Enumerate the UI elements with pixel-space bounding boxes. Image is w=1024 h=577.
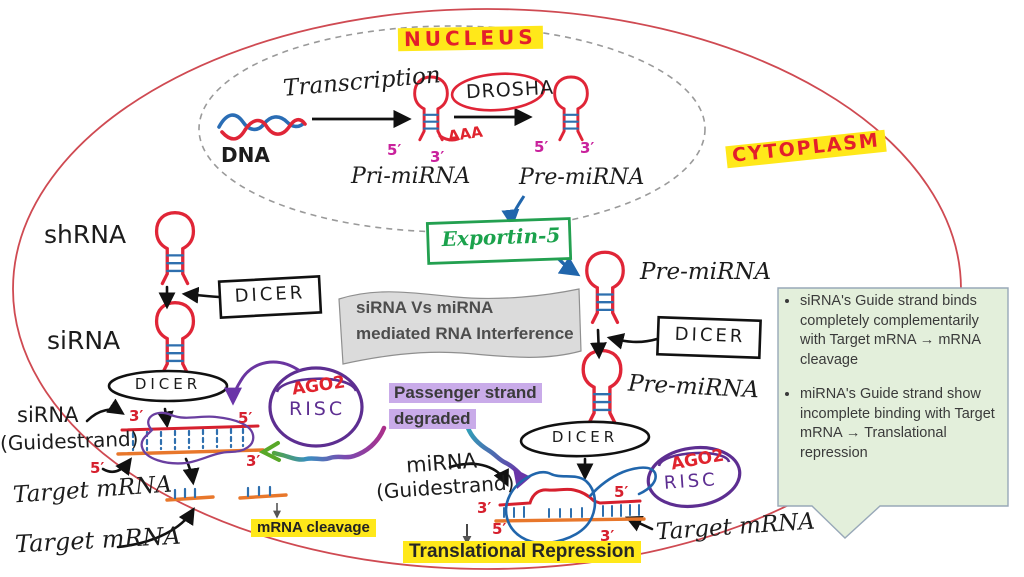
exportin5-box	[425, 217, 573, 265]
duplex-three-prime: 3′	[129, 407, 144, 425]
risc-label-right: RISC	[663, 469, 719, 494]
shrna-label: shRNA	[44, 220, 127, 249]
cleaved-mrna-fragments	[165, 485, 288, 502]
sirna-guide-line2: (Guidestrand)	[0, 426, 139, 456]
duplex-three-prime-bottom: 3′	[246, 452, 261, 470]
dicer-box-right	[656, 315, 762, 360]
dicer-box-right-label: DICER	[674, 323, 746, 348]
title-banner	[338, 288, 582, 365]
risc-blob-left	[140, 411, 255, 465]
pre-five-prime: 5′	[534, 138, 549, 156]
pre-mirna-label-nucleus: Pre-miRNA	[519, 165, 645, 190]
pri-five-prime: 5′	[387, 141, 402, 159]
pre-mirna-label-cytoplasm: Pre-miRNA	[640, 259, 772, 285]
mirna-five-prime: 5′	[614, 483, 629, 501]
callout-bullet-mirna: miRNA's Guide strand show incomplete bin…	[800, 385, 1004, 463]
target-five-prime: 5′	[492, 520, 507, 538]
dna-squiggle	[217, 113, 307, 141]
pre-mirna-hairpin-nucleus	[553, 75, 589, 142]
dicer-oval-right	[519, 420, 651, 458]
passenger-squiggle-right	[465, 425, 522, 476]
sirna-hairpin	[154, 301, 196, 376]
passenger-strand-line1: Passenger strand	[389, 383, 542, 403]
pre-mirna-hairpin-2	[581, 348, 623, 425]
mrna-cleavage-label: mRNA cleavage	[251, 519, 376, 537]
banner-line2: mediated RNA Interference	[356, 324, 574, 343]
passenger-strand-line2: degraded	[389, 409, 476, 429]
sirna-label: siRNA	[47, 326, 121, 355]
mirna-target-complex	[494, 466, 657, 545]
passenger-squiggle-left	[271, 425, 387, 462]
ago2-risc-complex-left	[268, 366, 364, 448]
dicer-oval-right-label: DICER	[551, 428, 619, 446]
drosha-circle	[450, 72, 546, 112]
dicer-oval-left	[107, 369, 229, 403]
shrna-hairpin	[154, 211, 196, 286]
process-arrows	[85, 285, 659, 549]
pre-mirna-hairpin-cytoplasm	[585, 250, 625, 324]
dicer-oval-left-label: DICER	[134, 375, 202, 393]
nucleus-boundary	[198, 25, 706, 233]
banner-line1: siRNA Vs miRNA	[356, 298, 494, 317]
mirna-three-prime: 3′	[477, 499, 492, 517]
passenger-arrowhead-left	[258, 441, 281, 462]
translational-repression-label: Translational Repression	[403, 541, 641, 563]
dicer-box-left	[217, 275, 323, 319]
nucleus-title: NUCLEUS	[397, 25, 543, 52]
target-three-prime: 3′	[600, 527, 615, 545]
guide-five-prime: 5′	[90, 459, 105, 477]
exportin5-label: Exportin-5	[441, 222, 561, 252]
pri-mirna-tail	[438, 134, 460, 142]
sirna-guide-line1: siRNA	[17, 403, 79, 427]
callout-bullet-sirna: siRNA's Guide strand binds completely co…	[800, 292, 1004, 370]
dna-label: DNA	[221, 143, 270, 167]
pri-mirna-label: Pri-miRNA	[351, 164, 471, 189]
duplex-five-prime: 5′	[238, 409, 253, 427]
ago2-risc-complex-right	[646, 445, 742, 509]
risc-label-left: RISC	[289, 398, 346, 420]
pri-three-prime: 3′	[430, 148, 445, 166]
pre-three-prime: 3′	[580, 139, 595, 157]
risc-loading-arrow	[224, 360, 301, 406]
info-callout: siRNA's Guide strand binds completely co…	[780, 292, 1004, 479]
info-callout-box	[777, 287, 1009, 539]
